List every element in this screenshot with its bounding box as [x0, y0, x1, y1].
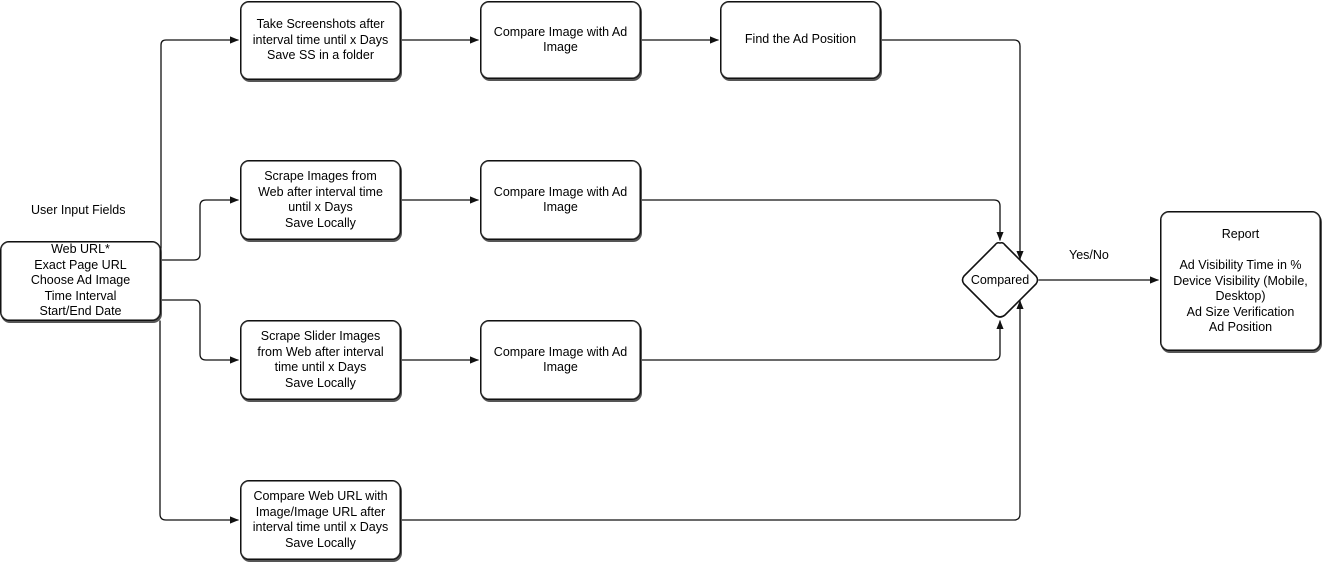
compare-image-text-1: Compare Image with Ad Image [493, 24, 628, 55]
compare-web-url-text: Compare Web URL with Image/Image URL aft… [252, 489, 389, 550]
compared-decision[interactable]: Compared [961, 241, 1039, 319]
scrape-images-text: Scrape Images from Web after interval ti… [258, 169, 383, 230]
report-text: Report Ad Visibility Time in % Device Vi… [1173, 227, 1308, 334]
edge-compare-weburl-to-compared [400, 300, 1024, 521]
scrape-images-box[interactable]: Scrape Images from Web after interval ti… [240, 160, 401, 240]
scrape-slider-images-text: Scrape Slider Images from Web after inte… [257, 329, 384, 390]
report-box[interactable]: Report Ad Visibility Time in % Device Vi… [1160, 211, 1321, 351]
compare-image-text-3: Compare Image with Ad Image [493, 344, 628, 375]
edge-input-to-scrape-slider [160, 299, 239, 364]
edge-find-position-to-compared [880, 39, 1024, 260]
edge-input-to-screenshots [160, 36, 239, 260]
edge-compare2-to-compared [640, 199, 1004, 241]
yes-no-label: Yes/No [1069, 248, 1109, 262]
edge-compare3-to-compared [640, 320, 1004, 361]
scrape-slider-images-box[interactable]: Scrape Slider Images from Web after inte… [240, 320, 401, 400]
edge-input-to-compare-weburl [159, 320, 239, 524]
take-screenshots-box[interactable]: Take Screenshots after interval time unt… [240, 1, 401, 80]
user-input-fields-label: User Input Fields [31, 203, 126, 217]
compare-image-text-2: Compare Image with Ad Image [493, 184, 628, 215]
find-ad-position-text: Find the Ad Position [744, 32, 857, 47]
compare-image-box-1[interactable]: Compare Image with Ad Image [480, 1, 641, 79]
edge-input-to-scrape-images [160, 196, 239, 261]
compared-diamond-shape [961, 241, 1039, 318]
compared-text: Compared [970, 273, 1030, 287]
find-ad-position-box[interactable]: Find the Ad Position [720, 1, 881, 79]
take-screenshots-text: Take Screenshots after interval time unt… [252, 17, 389, 63]
compare-image-box-2[interactable]: Compare Image with Ad Image [480, 160, 641, 240]
user-input-text: Web URL* Exact Page URL Choose Ad Image … [30, 242, 131, 319]
compare-web-url-box[interactable]: Compare Web URL with Image/Image URL aft… [240, 480, 401, 560]
user-input-box[interactable]: Web URL* Exact Page URL Choose Ad Image … [0, 241, 161, 321]
compare-image-box-3[interactable]: Compare Image with Ad Image [480, 320, 641, 400]
